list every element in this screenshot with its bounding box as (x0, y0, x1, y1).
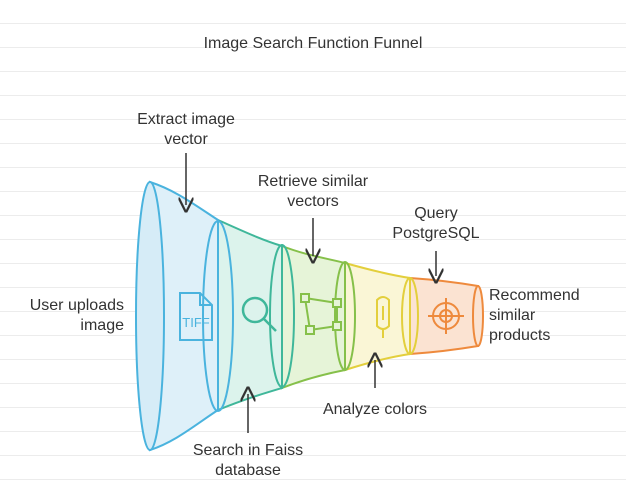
tiff-icon-text: TIFF (182, 315, 209, 330)
color-dropper-icon (376, 296, 390, 338)
funnel-rim-5 (472, 285, 484, 347)
label-analyze-colors: Analyze colors (322, 401, 428, 418)
funnel-rim-4 (401, 277, 419, 355)
funnel-mouth (135, 181, 165, 451)
funnel-rim-3 (334, 261, 356, 371)
funnel-rim-2-inner (202, 220, 234, 412)
magnifier-icon (241, 296, 277, 332)
target-icon (428, 298, 464, 334)
polygon-vector-icon (300, 293, 342, 335)
tiff-file-icon: TIFF (179, 292, 213, 341)
diagram-title: Image Search Function Funnel (203, 35, 423, 52)
funnel-rim-2 (269, 244, 295, 388)
